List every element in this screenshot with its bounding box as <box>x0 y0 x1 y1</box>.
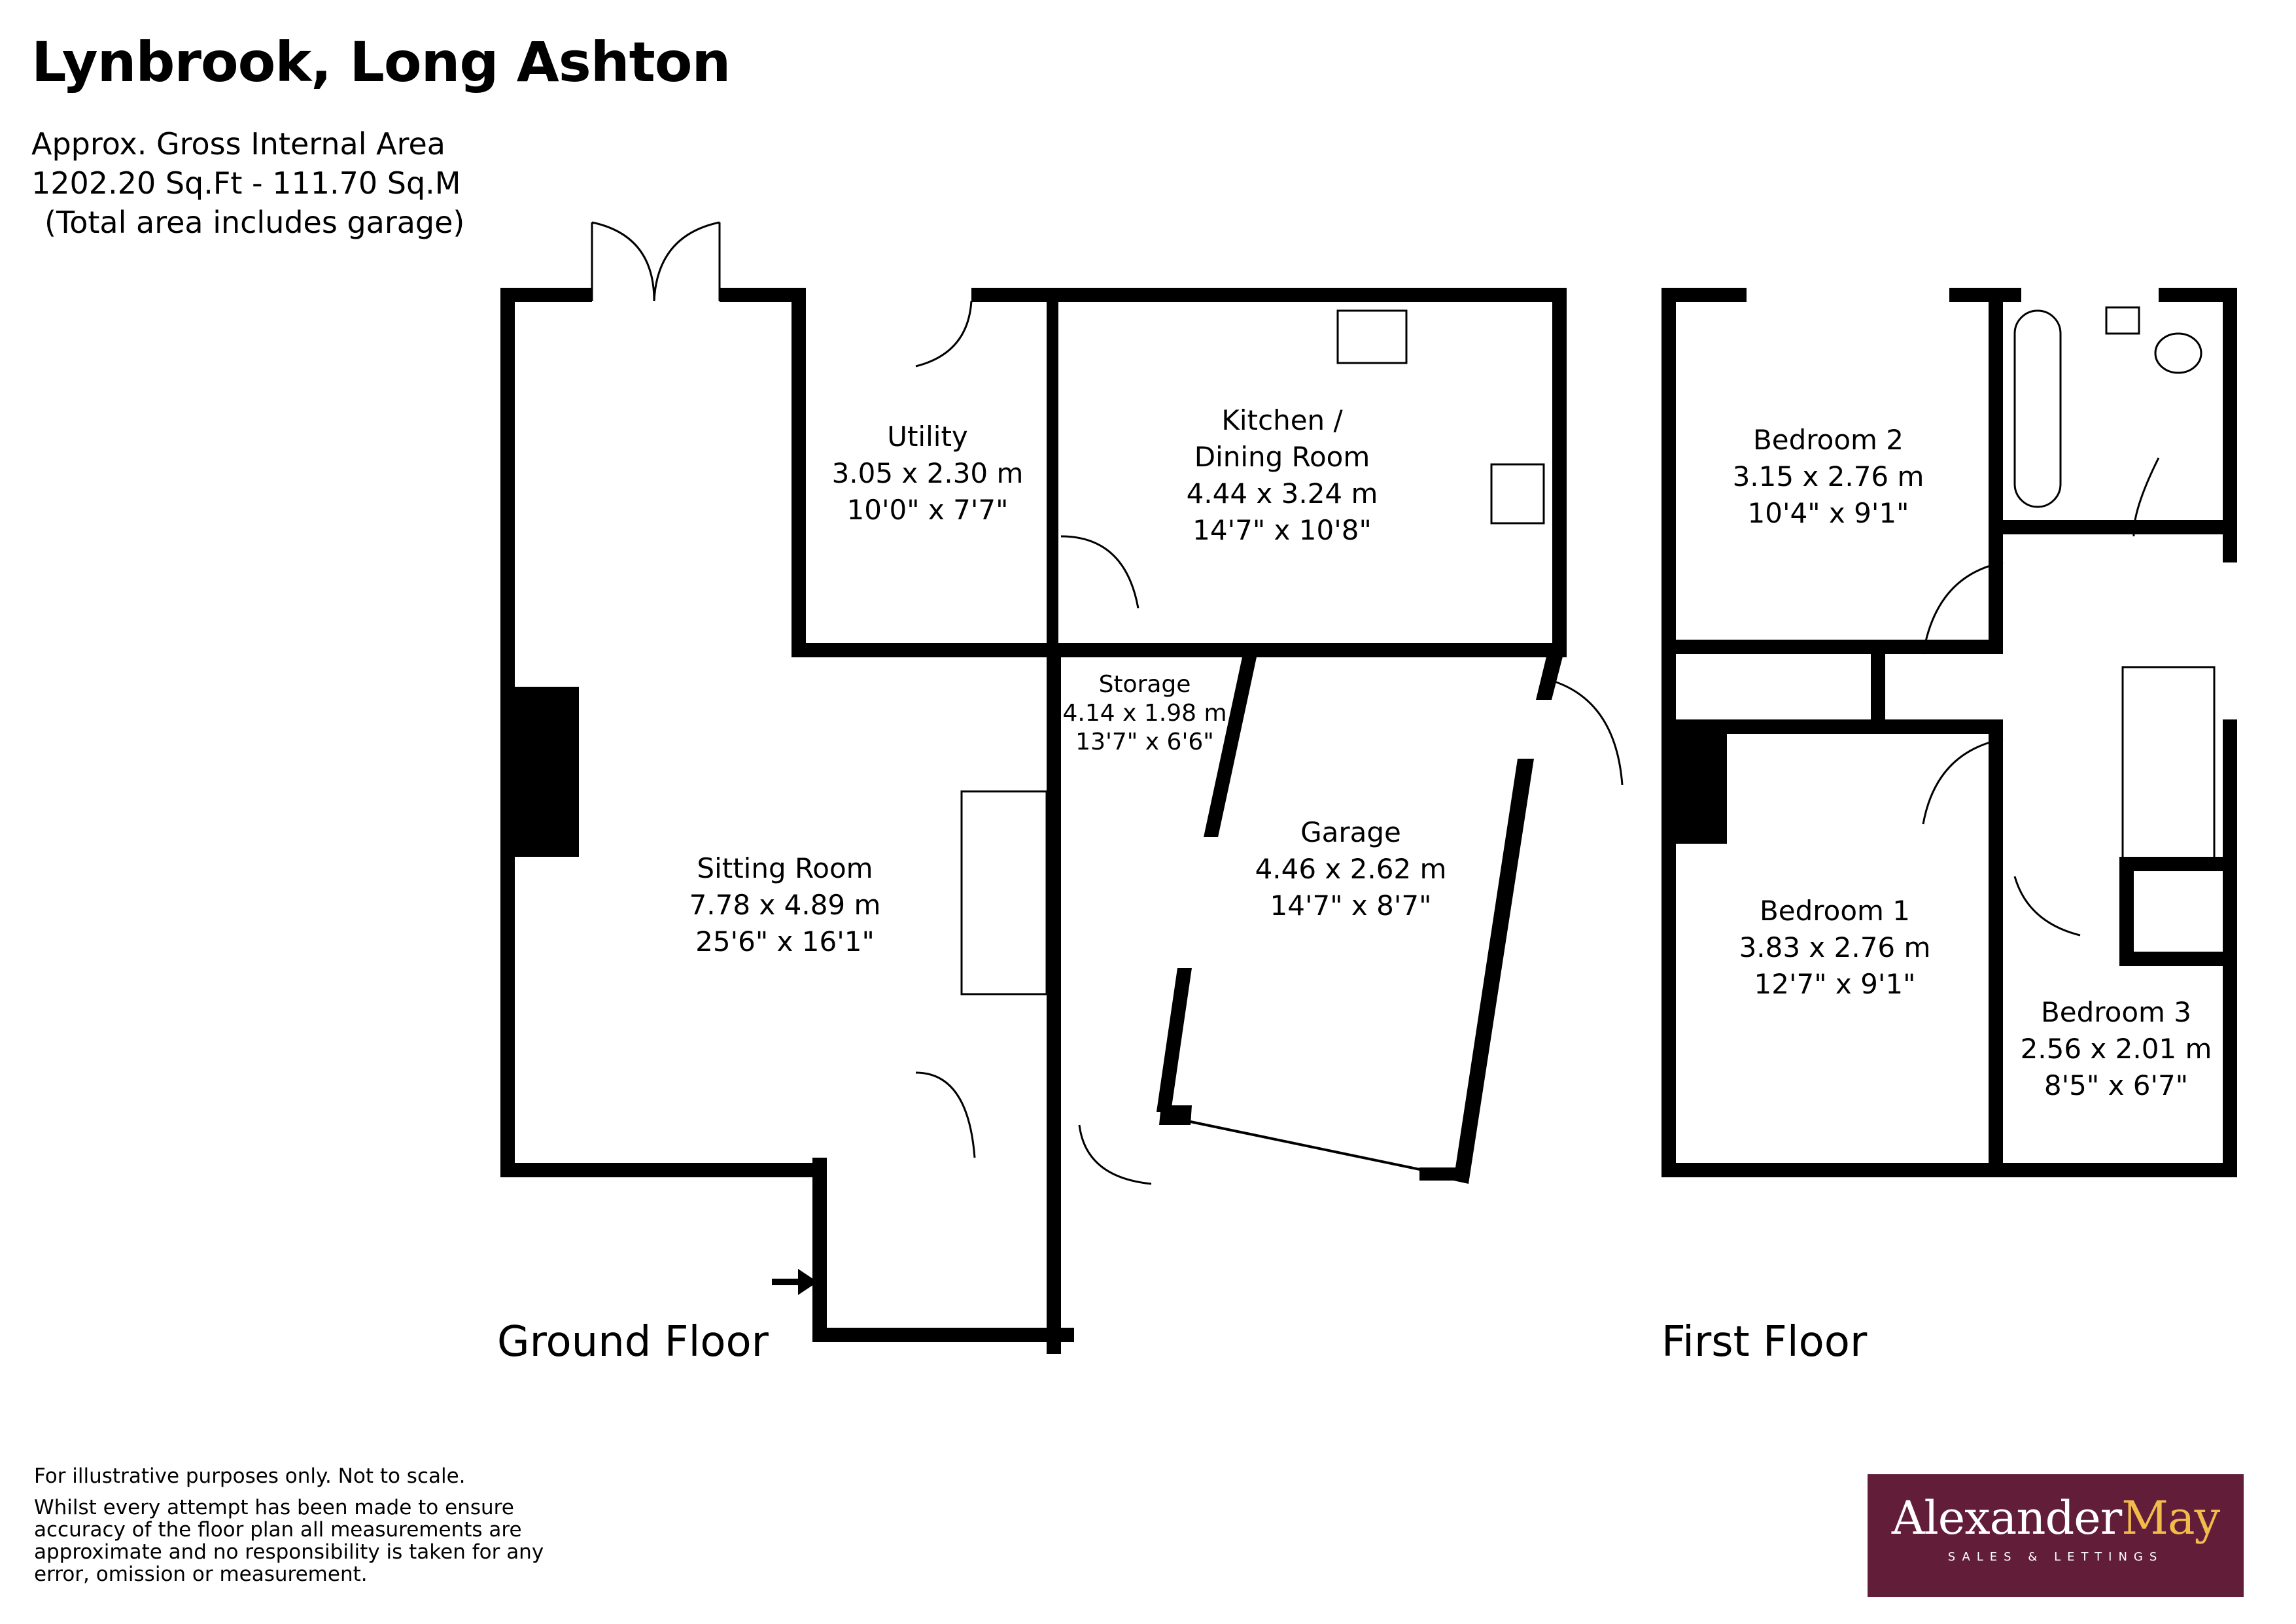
logo-brand-first: Alexander <box>1891 1491 2122 1545</box>
room-imperial: 8'5" x 6'7" <box>2044 1069 2189 1101</box>
room-metric: 4.44 x 3.24 m <box>1186 477 1378 510</box>
room-imperial: 14'7" x 8'7" <box>1270 890 1432 922</box>
room-metric: 4.46 x 2.62 m <box>1255 853 1447 885</box>
room-kitchen-dining: Kitchen / Dining Room 4.44 x 3.24 m 14'7… <box>1187 402 1378 549</box>
room-imperial: 14'7" x 10'8" <box>1192 514 1372 546</box>
disclaimer-line-2: Whilst every attempt has been made to en… <box>34 1496 544 1586</box>
disclaimer-line-1: For illustrative purposes only. Not to s… <box>34 1464 466 1488</box>
room-name: Utility <box>887 421 968 453</box>
area-info: Approx. Gross Internal Area 1202.20 Sq.F… <box>31 124 464 242</box>
room-name-2: Dining Room <box>1194 441 1370 473</box>
first-floor-walls <box>1661 288 2237 1177</box>
room-imperial: 10'0" x 7'7" <box>846 494 1009 526</box>
area-line-2: 1202.20 Sq.Ft - 111.70 Sq.M <box>31 165 461 201</box>
kitchen-fixtures <box>1336 309 1545 525</box>
room-imperial: 10'4" x 9'1" <box>1747 497 1909 529</box>
room-name: Kitchen / <box>1221 404 1343 436</box>
room-utility: Utility 3.05 x 2.30 m 10'0" x 7'7" <box>832 419 1024 528</box>
room-name: Bedroom 3 <box>2040 996 2192 1028</box>
logo-tagline: SALES & LETTINGS <box>1947 1550 2164 1564</box>
room-metric: 3.15 x 2.76 m <box>1732 460 1924 492</box>
property-title: Lynbrook, Long Ashton <box>31 30 731 94</box>
logo-brand-second: May <box>2121 1491 2220 1545</box>
entrance-arrow-icon <box>772 1269 818 1295</box>
ground-floor-doors <box>591 221 1624 1185</box>
room-bedroom-3: Bedroom 3 2.56 x 2.01 m 8'5" x 6'7" <box>2021 994 2212 1104</box>
room-imperial: 12'7" x 9'1" <box>1754 968 1916 1000</box>
room-metric: 4.14 x 1.98 m <box>1062 700 1227 727</box>
disclaimer: For illustrative purposes only. Not to s… <box>34 1465 544 1595</box>
room-sitting-room: Sitting Room 7.78 x 4.89 m 25'6" x 16'1" <box>689 850 881 960</box>
logo-brand: AlexanderMay <box>1868 1474 2244 1545</box>
room-bedroom-2: Bedroom 2 3.15 x 2.76 m 10'4" x 9'1" <box>1733 422 1924 532</box>
ground-floor-walls <box>500 288 1567 1354</box>
first-floor-fixtures <box>1922 306 2216 937</box>
room-imperial: 25'6" x 16'1" <box>695 925 875 958</box>
room-metric: 7.78 x 4.89 m <box>689 889 881 921</box>
area-line-3: (Total area includes garage) <box>44 205 465 240</box>
room-bedroom-1: Bedroom 1 3.83 x 2.76 m 12'7" x 9'1" <box>1739 893 1931 1003</box>
room-garage: Garage 4.46 x 2.62 m 14'7" x 8'7" <box>1255 814 1447 924</box>
room-storage: Storage 4.14 x 1.98 m 13'7" x 6'6" <box>1062 670 1226 757</box>
room-metric: 3.05 x 2.30 m <box>831 457 1024 489</box>
room-name: Garage <box>1300 816 1401 848</box>
room-name: Storage <box>1098 671 1191 698</box>
area-line-1: Approx. Gross Internal Area <box>31 126 445 162</box>
ground-floor-label: Ground Floor <box>497 1318 769 1366</box>
first-floor-label: First Floor <box>1661 1318 1868 1366</box>
agency-logo: AlexanderMay SALES & LETTINGS <box>1868 1474 2244 1597</box>
room-metric: 3.83 x 2.76 m <box>1739 931 1931 963</box>
room-imperial: 13'7" x 6'6" <box>1075 729 1214 755</box>
room-name: Bedroom 2 <box>1752 424 1904 456</box>
room-name: Bedroom 1 <box>1759 895 1911 927</box>
room-name: Sitting Room <box>697 852 873 884</box>
room-metric: 2.56 x 2.01 m <box>2020 1033 2212 1065</box>
